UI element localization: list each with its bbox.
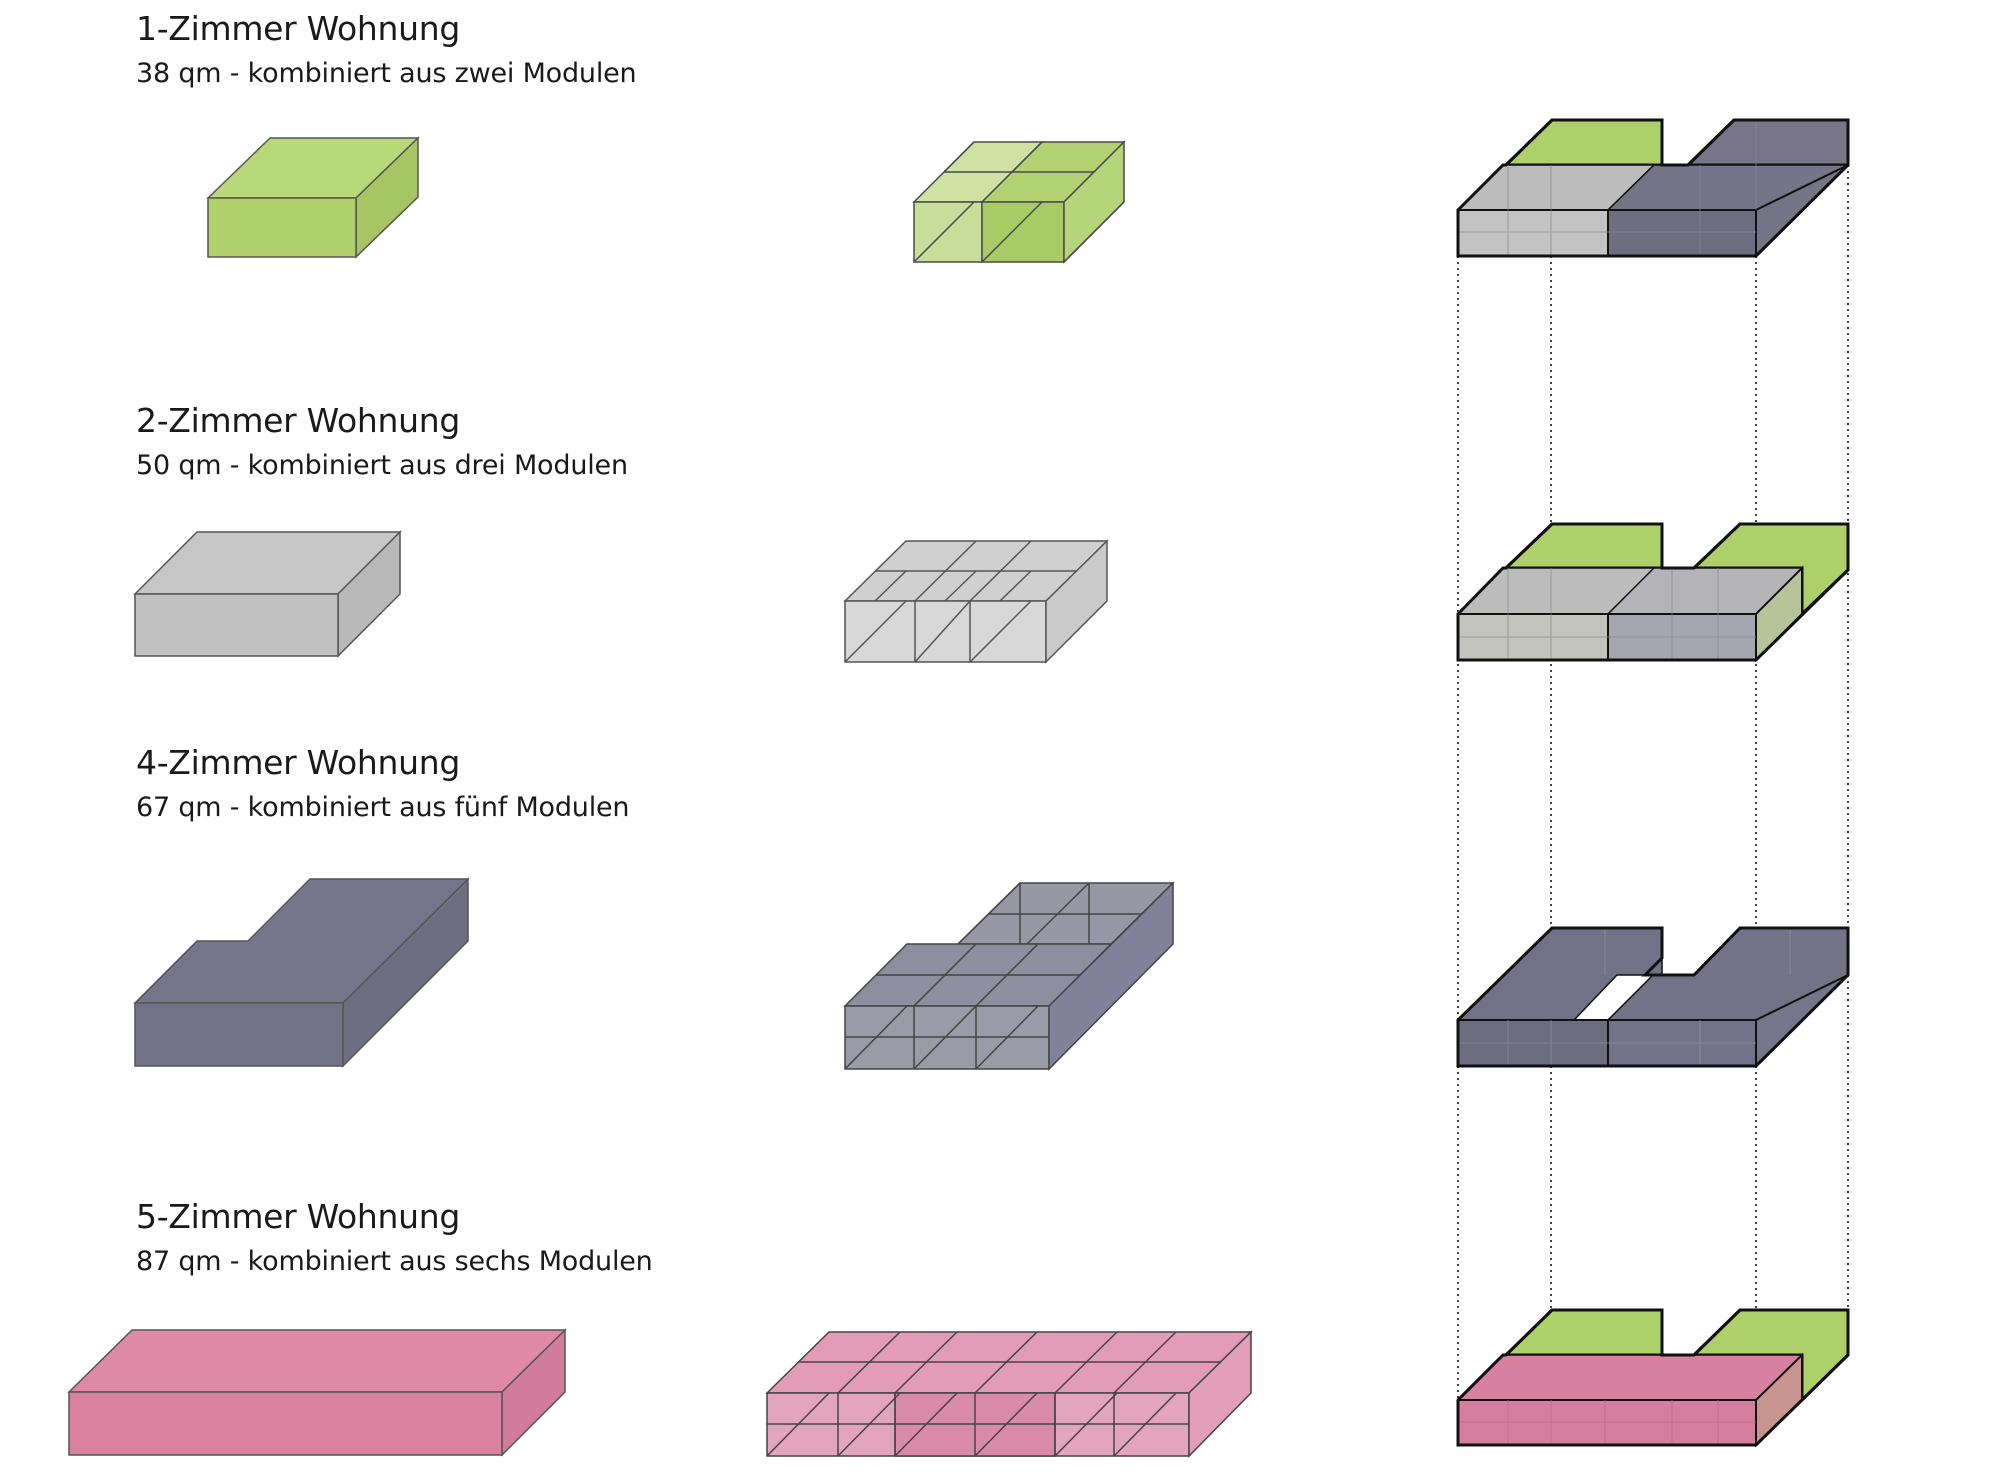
module-side (1048, 881, 1174, 1071)
stack-level-outline (1456, 522, 1850, 662)
subtitle-5-zimmer: 87 qm - kombiniert aus sechs Modulen (136, 1245, 653, 1277)
subtitle-1-zimmer: 38 qm - kombiniert aus zwei Modulen (136, 57, 637, 89)
stack-level-outline (1456, 926, 1850, 1068)
block-front (134, 593, 339, 657)
pink-top (1456, 1354, 1804, 1401)
block-2-zimmer-modules (843, 539, 1109, 664)
block-front (207, 197, 357, 258)
slate-front (1607, 209, 1757, 257)
label-1-zimmer: 1-Zimmer Wohnung 38 qm - kombiniert aus … (136, 9, 637, 89)
label-4-zimmer: 4-Zimmer Wohnung 67 qm - kombiniert aus … (136, 743, 630, 823)
module-front (844, 600, 1047, 663)
grey-front (1457, 209, 1609, 257)
title-2-zimmer: 2-Zimmer Wohnung (136, 401, 461, 440)
subtitle-2-zimmer: 50 qm - kombiniert aus drei Modulen (136, 449, 628, 481)
title-1-zimmer: 1-Zimmer Wohnung (136, 9, 461, 48)
block-4-zimmer-solid (133, 877, 470, 1068)
block-4-zimmer-modules (843, 881, 1175, 1071)
label-2-zimmer: 2-Zimmer Wohnung 50 qm - kombiniert aus … (136, 402, 628, 481)
stack-level-2 (1456, 522, 1850, 663)
module-side (1188, 1330, 1252, 1458)
block-5-zimmer-solid (67, 1328, 567, 1457)
title-5-zimmer: 5-Zimmer Wohnung (136, 1197, 461, 1236)
block-front (68, 1391, 503, 1456)
block-1-zimmer-modules (912, 140, 1126, 264)
module-side (1045, 539, 1108, 664)
stack-level-outline (1456, 1308, 1850, 1447)
label-5-zimmer: 5-Zimmer Wohnung 87 qm - kombiniert aus … (136, 1198, 653, 1277)
block-1-zimmer-solid (206, 136, 420, 259)
block-2-zimmer-solid (133, 530, 402, 658)
stack-level-outline (1456, 118, 1850, 258)
block-front (134, 1002, 344, 1067)
stack-level-1 (1456, 118, 1850, 259)
module-front (913, 201, 983, 263)
subtitle-4-zimmer: 67 qm - kombiniert aus fünf Modulen (136, 791, 630, 823)
stack-level-4 (1456, 1308, 1850, 1448)
title-4-zimmer: 4-Zimmer Wohnung (136, 743, 461, 782)
module-front (981, 201, 1065, 263)
projection-lines (1457, 165, 1849, 1445)
stack-level-3 (1456, 926, 1850, 1069)
block-5-zimmer-modules (765, 1330, 1253, 1458)
block-top (67, 1329, 567, 1393)
